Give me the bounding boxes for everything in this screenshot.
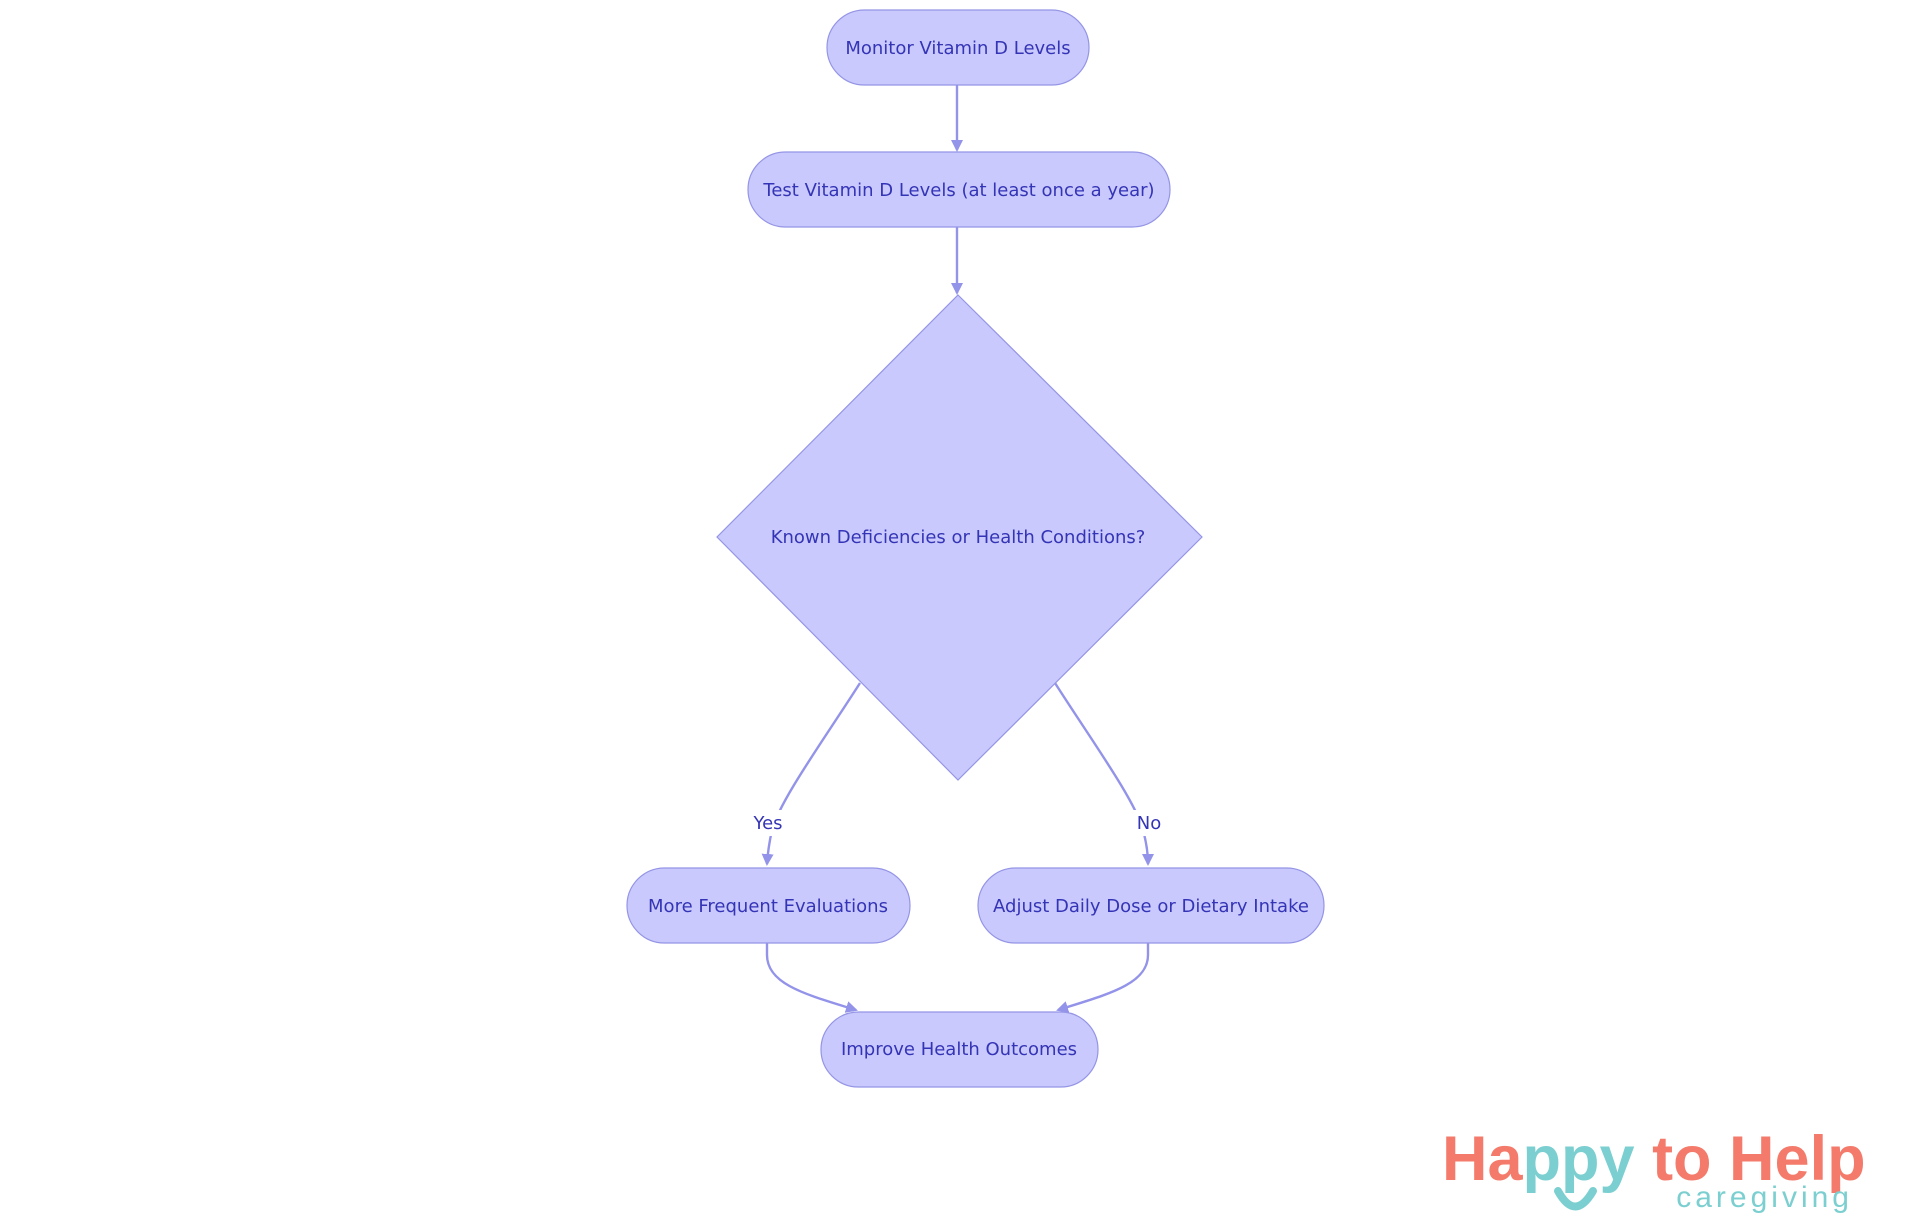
edge-frequent-to-improve bbox=[765, 942, 858, 1013]
node-adjust-daily-dose[interactable]: Adjust Daily Dose or Dietary Intake bbox=[977, 867, 1325, 944]
edge-label-yes: Yes bbox=[748, 810, 788, 836]
edge-decision-to-frequent bbox=[761, 682, 862, 866]
svg-text:Yes: Yes bbox=[752, 813, 782, 834]
logo-word-part1: Ha bbox=[1442, 1124, 1523, 1194]
svg-text:Test Vitamin D Levels (at leas: Test Vitamin D Levels (at least once a y… bbox=[762, 180, 1154, 201]
svg-text:Monitor Vitamin D Levels: Monitor Vitamin D Levels bbox=[845, 38, 1070, 59]
edge-decision-to-adjust bbox=[1053, 682, 1154, 866]
node-test-vitamin-d[interactable]: Test Vitamin D Levels (at least once a y… bbox=[747, 151, 1171, 228]
edge-adjust-to-improve bbox=[1056, 942, 1150, 1013]
happy-to-help-logo: Happy to Help caregiving bbox=[1442, 1124, 1866, 1214]
logo-word-part3: to Help bbox=[1635, 1124, 1866, 1194]
svg-text:Known Deficiencies or Health C: Known Deficiencies or Health Conditions? bbox=[771, 527, 1146, 548]
logo-subtitle: caregiving bbox=[1676, 1181, 1853, 1214]
smile-icon bbox=[1554, 1187, 1597, 1211]
edge-label-no: No bbox=[1132, 810, 1166, 836]
logo-wordmark: Happy to Help bbox=[1442, 1124, 1866, 1194]
node-monitor-vitamin-d[interactable]: Monitor Vitamin D Levels bbox=[826, 9, 1090, 86]
node-improve-health-outcomes[interactable]: Improve Health Outcomes bbox=[820, 1011, 1099, 1088]
svg-text:Adjust Daily Dose or Dietary I: Adjust Daily Dose or Dietary Intake bbox=[993, 896, 1309, 917]
svg-text:No: No bbox=[1137, 813, 1161, 834]
logo-word-part2: ppy bbox=[1523, 1124, 1635, 1194]
node-more-frequent-evaluations[interactable]: More Frequent Evaluations bbox=[626, 867, 911, 944]
svg-text:Improve Health Outcomes: Improve Health Outcomes bbox=[841, 1039, 1077, 1060]
svg-text:More Frequent Evaluations: More Frequent Evaluations bbox=[648, 896, 888, 917]
node-decision-deficiencies[interactable]: Known Deficiencies or Health Conditions? bbox=[716, 294, 1203, 781]
